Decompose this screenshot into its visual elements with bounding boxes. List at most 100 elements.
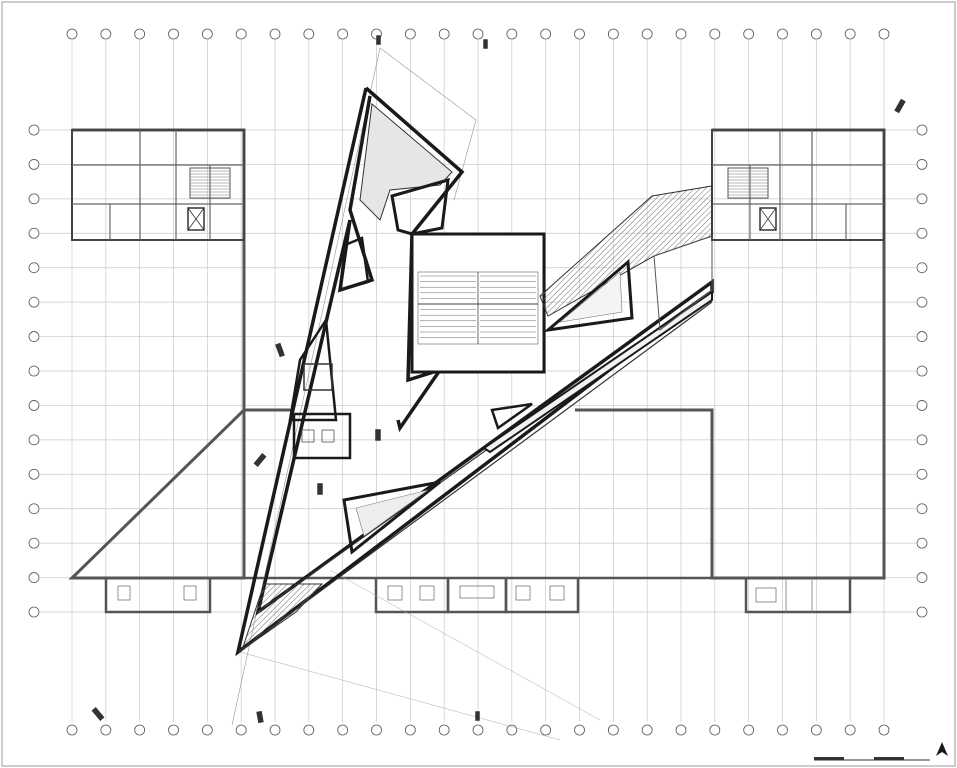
grid-bubble	[878, 28, 890, 40]
grid-bubble	[337, 724, 349, 736]
grid-bubbles-left	[28, 124, 40, 618]
grid-bubble	[916, 365, 928, 377]
grid-bubble	[641, 724, 653, 736]
grid-bubble	[235, 724, 247, 736]
grid-bubble	[916, 124, 928, 136]
right-wing-service-block	[711, 129, 885, 241]
grid-bubble	[438, 28, 450, 40]
diagonal-sliver-poche	[359, 103, 453, 221]
service-core-a	[303, 363, 333, 391]
grid-bubbles-right	[916, 124, 928, 618]
grid-bubble	[66, 724, 78, 736]
grid-bubble	[844, 28, 856, 40]
grid-bubble	[472, 28, 484, 40]
left-wing-partitions	[72, 130, 244, 240]
grid-bubble	[574, 724, 585, 736]
grid-columns	[71, 40, 885, 722]
grid-bubble	[404, 28, 416, 40]
grid-bubble	[28, 468, 40, 480]
central-bay-2	[446, 578, 508, 614]
grid-bubble	[916, 400, 928, 411]
right-wing-partitions	[712, 130, 884, 240]
ramp-bridge-hatched	[539, 185, 713, 317]
grid-bubble	[303, 724, 315, 736]
grid-bubble	[28, 227, 40, 239]
left-wing-outer-wall	[68, 128, 290, 580]
grid-bubble	[777, 28, 788, 40]
north-arrow-icon	[936, 742, 948, 756]
grid-bubble	[709, 724, 721, 736]
grid-bubble	[28, 124, 40, 136]
grid-bubble	[916, 193, 928, 205]
grid-bubble	[675, 28, 687, 40]
scale-bar	[814, 757, 930, 761]
grid-bubble	[28, 503, 40, 515]
grid-bubble	[168, 724, 179, 736]
grid-bubbles-top	[66, 28, 890, 40]
grid-bubble	[28, 400, 40, 411]
grid-bubble	[28, 159, 40, 170]
grid-bubble	[641, 28, 653, 40]
grid-bubble	[235, 28, 247, 40]
grid-bubble	[28, 537, 40, 549]
grid-bubble	[337, 28, 349, 40]
grid-bubble	[607, 724, 619, 736]
left-lift-shaft	[187, 207, 205, 231]
grid-bubble	[438, 724, 450, 736]
right-wing-bay	[744, 578, 852, 614]
grid-bubble	[28, 434, 40, 446]
service-core-b	[292, 412, 352, 460]
left-wing-service-block	[71, 129, 245, 241]
left-wing-bay	[104, 578, 212, 614]
grid-bubble	[810, 724, 822, 736]
diagonal-sliver-main	[235, 86, 714, 657]
grid-bubble	[916, 434, 928, 446]
grid-bubble	[916, 262, 928, 274]
grid-bubble	[675, 724, 687, 736]
grid-bubble	[810, 28, 822, 40]
diagonal-extension	[231, 47, 714, 741]
grid-bubble	[540, 28, 552, 40]
grid-bubble	[28, 331, 40, 342]
grid-bubble	[28, 572, 40, 583]
grid-bubble	[574, 28, 585, 40]
grid-bubble	[844, 724, 856, 736]
central-auditorium	[410, 232, 546, 374]
grid-bubble	[916, 296, 928, 308]
grid-bubble	[743, 28, 755, 40]
grid-bubble	[878, 724, 890, 736]
grid-bubble	[916, 331, 928, 342]
right-stair	[727, 167, 769, 199]
grid-bubble	[916, 503, 928, 515]
right-lift-shaft	[759, 207, 777, 231]
grid-bubble	[777, 724, 788, 736]
ramp-bridge	[539, 185, 713, 333]
grid-bubble	[134, 724, 146, 736]
grid-bubbles-bottom	[66, 724, 890, 736]
grid-bubble	[916, 159, 928, 170]
grid-bubble	[709, 28, 721, 40]
left-stair	[189, 167, 231, 199]
lower-lightwell	[342, 480, 441, 555]
diagonal-tip-hatched	[241, 583, 324, 652]
grid-bubble	[201, 724, 213, 736]
central-lower-bar	[244, 576, 712, 614]
grid-bubble	[371, 724, 382, 736]
grid-bubble	[28, 296, 40, 308]
grid-bubble	[168, 28, 179, 40]
grid-bubble	[743, 724, 755, 736]
grid-bubble	[540, 724, 552, 736]
annotation-markers	[91, 35, 906, 724]
grid-bubble	[607, 28, 619, 40]
grid-bubble	[28, 606, 40, 618]
grid-bubble	[100, 28, 112, 40]
grid-bubble	[66, 28, 78, 40]
small-void	[490, 402, 533, 430]
grid-bubble	[28, 365, 40, 377]
grid-bubble	[28, 262, 40, 274]
grid-bubble	[916, 227, 928, 239]
grid-bubble	[916, 468, 928, 480]
grid-bubble	[269, 28, 281, 40]
